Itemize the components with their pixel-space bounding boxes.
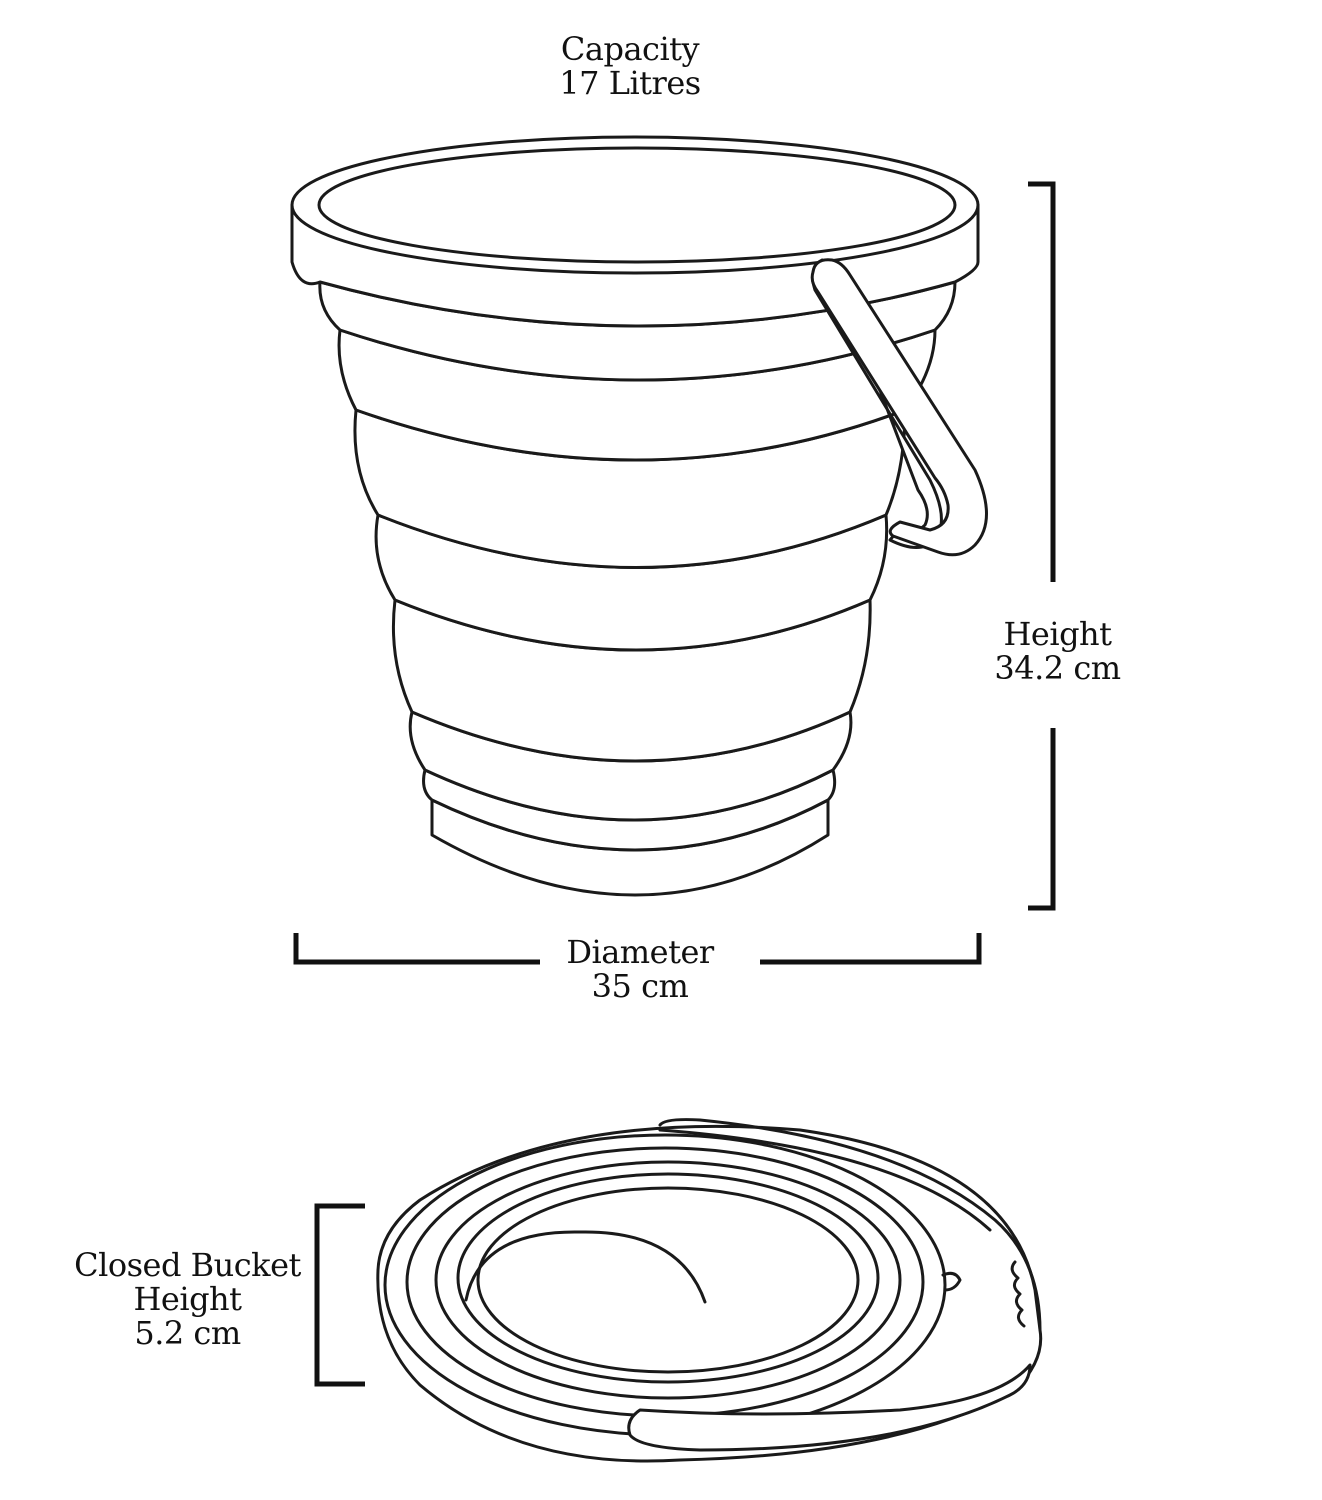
- closed-height-bracket: [314, 1203, 365, 1387]
- collapsed-handle-arc: [658, 1118, 1042, 1332]
- capacity-label: Capacity 17 Litres: [520, 32, 740, 100]
- diameter-label: Diameter 35 cm: [530, 935, 750, 1003]
- capacity-value: 17 Litres: [559, 64, 701, 102]
- collapsed-handle-grip: [1010, 1260, 1026, 1328]
- diameter-value: 35 cm: [591, 967, 689, 1005]
- closed-height-label: Closed Bucket Height 5.2 cm: [50, 1248, 325, 1350]
- closed-height-title-1: Closed Bucket: [74, 1246, 301, 1284]
- diameter-bracket-left: [293, 933, 540, 965]
- height-bracket-bottom: [1028, 728, 1056, 911]
- collapsed-ring-3: [434, 1160, 902, 1400]
- bucket-rim-top: [290, 135, 980, 275]
- collapsed-bucket-drawing: [376, 1118, 1043, 1463]
- diameter-title: Diameter: [566, 933, 714, 971]
- height-bracket-top: [1028, 181, 1056, 582]
- bucket-handle: [810, 258, 988, 557]
- diameter-bracket-right: [760, 933, 982, 965]
- collapsed-front-handle: [627, 1363, 1032, 1452]
- closed-height-title-2: Height: [133, 1280, 242, 1318]
- bucket-rim-inner: [317, 146, 957, 264]
- height-title: Height: [1003, 615, 1112, 653]
- collapsed-handle-lug: [941, 1271, 962, 1292]
- closed-height-value: 5.2 cm: [134, 1314, 241, 1352]
- collapsed-inner-bottom: [464, 1230, 707, 1304]
- collapsed-ring-4: [456, 1172, 880, 1384]
- capacity-title: Capacity: [560, 30, 700, 68]
- height-label: Height 34.2 cm: [985, 617, 1130, 685]
- height-value: 34.2 cm: [994, 649, 1121, 687]
- expanded-bucket-drawing: [290, 135, 988, 897]
- collapsed-ring-5: [476, 1186, 860, 1374]
